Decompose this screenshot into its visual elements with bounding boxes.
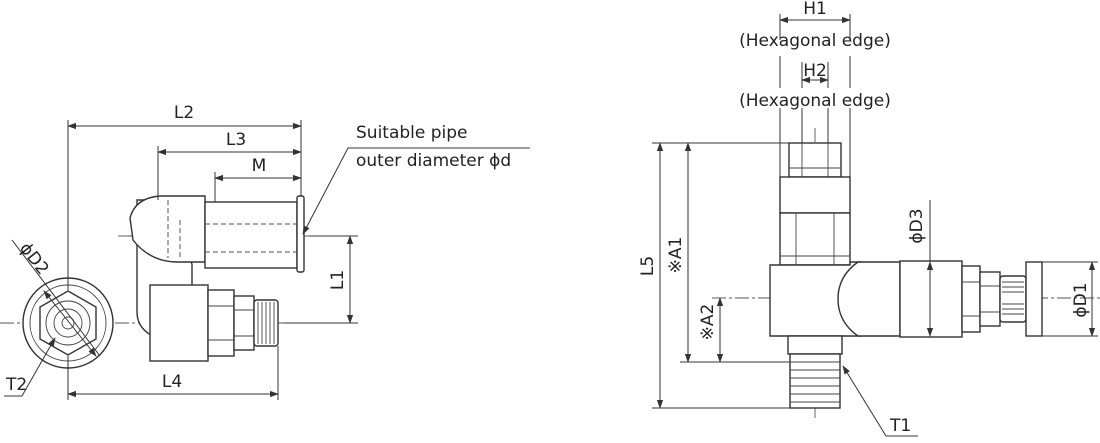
label-A1: ※A1: [666, 237, 686, 274]
label-T2: T2: [5, 375, 27, 395]
label-T1: T1: [889, 416, 911, 436]
bottom-neck: [787, 335, 843, 355]
side-knob: [999, 275, 1027, 323]
label-H2: H2: [803, 61, 827, 81]
thread-lines: [790, 361, 840, 403]
label-D3: ϕD3: [907, 208, 927, 243]
leader-T1: [842, 365, 887, 437]
label-D2: ϕD2: [15, 239, 52, 279]
knurl-lines: [257, 302, 275, 344]
label-L5: L5: [638, 256, 658, 276]
left-view: L2 L3 M L1 L4 ϕD2 T2 Suitable pipe outer…: [0, 103, 530, 400]
label-M: M: [252, 156, 267, 176]
side-cylinder: [837, 261, 901, 337]
lock-nut: [233, 295, 255, 351]
leader-T2: [21, 337, 56, 397]
label-L1: L1: [328, 270, 348, 290]
label-D1: ϕD1: [1071, 282, 1091, 317]
push-in-collet: [296, 195, 305, 273]
label-H2-note: (Hexagonal edge): [739, 91, 891, 111]
label-L3: L3: [226, 130, 246, 150]
top-hex: [788, 142, 842, 178]
right-view: H1 (Hexagonal edge) H2 (Hexagonal edge) …: [638, 0, 1100, 437]
lower-body: [149, 284, 209, 362]
label-A2: ※A2: [698, 304, 718, 341]
dim-D2: [43, 290, 97, 357]
main-hex: [779, 212, 851, 266]
callout-suitable-pipe: Suitable pipe: [356, 123, 468, 143]
callout-pipe-diameter: outer diameter ϕd: [356, 151, 511, 171]
side-end-cap: [1025, 261, 1043, 337]
label-H1-note: (Hexagonal edge): [739, 31, 891, 51]
label-L2: L2: [174, 103, 194, 123]
fitting-body-upper: [204, 201, 298, 269]
lower-hex-nut: [207, 289, 235, 357]
side-knurl-lines: [1002, 281, 1024, 315]
upper-stem: [779, 176, 851, 214]
label-L4: L4: [162, 372, 182, 392]
side-lock-nut: [979, 271, 1001, 327]
side-hex: [961, 265, 981, 333]
side-fitting: [899, 260, 963, 338]
label-H1: H1: [803, 0, 827, 19]
bottom-thread: [789, 353, 841, 409]
leader-pipe: [302, 147, 349, 235]
